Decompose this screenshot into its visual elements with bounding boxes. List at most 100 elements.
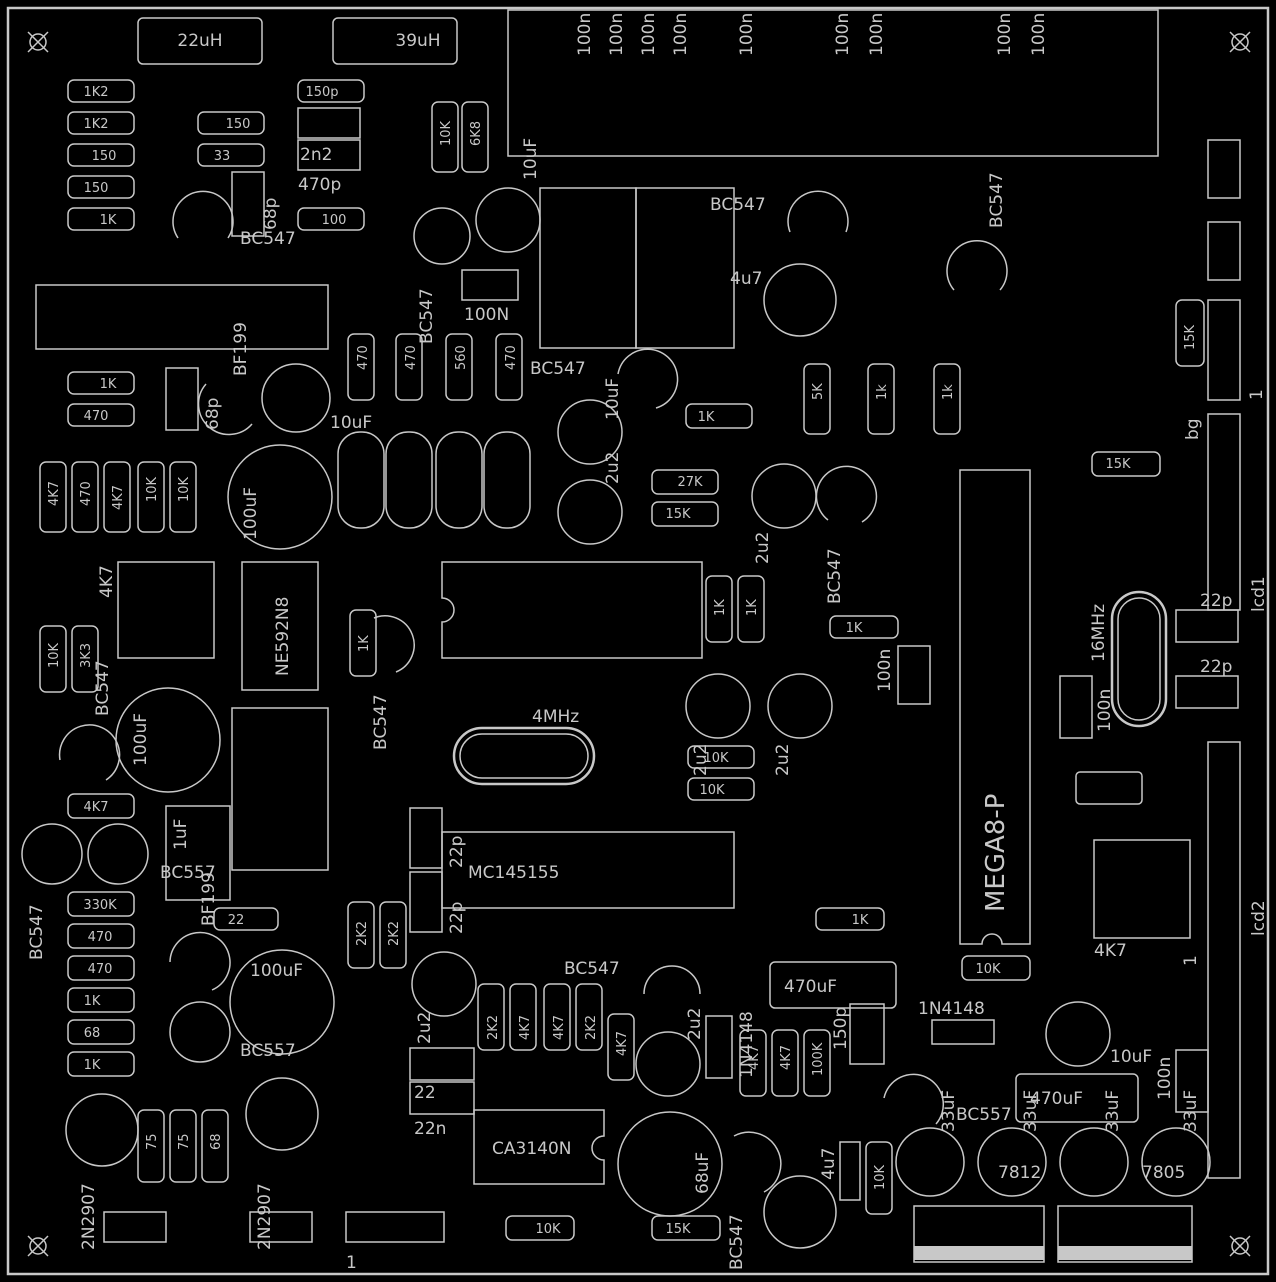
- svg-text:4K7: 4K7: [552, 1015, 567, 1040]
- svg-text:4u7: 4u7: [819, 1148, 839, 1180]
- svg-text:1uF: 1uF: [171, 819, 191, 850]
- svg-text:150p: 150p: [305, 85, 338, 100]
- svg-text:68uF: 68uF: [693, 1152, 713, 1194]
- svg-text:100n: 100n: [575, 13, 595, 56]
- svg-text:22uH: 22uH: [177, 31, 222, 51]
- svg-text:1K: 1K: [846, 621, 863, 636]
- svg-text:330K: 330K: [83, 898, 117, 913]
- svg-text:100uF: 100uF: [250, 961, 303, 981]
- svg-text:100n: 100n: [875, 649, 895, 692]
- svg-text:BC557: BC557: [956, 1105, 1012, 1125]
- svg-text:1K: 1K: [100, 213, 117, 228]
- svg-text:1N4148: 1N4148: [737, 1011, 757, 1078]
- svg-text:68p: 68p: [203, 398, 223, 430]
- svg-text:100n: 100n: [1155, 1057, 1175, 1100]
- svg-text:4MHz: 4MHz: [532, 707, 579, 727]
- svg-text:100n: 100n: [607, 13, 627, 56]
- svg-text:1N4148: 1N4148: [918, 999, 985, 1019]
- svg-text:10K: 10K: [439, 120, 454, 146]
- center-ic-section: 1K 1K 1K BC547 1K 100n 4MHz 2u2 2u2 10K …: [349, 561, 931, 801]
- svg-text:2K2: 2K2: [355, 921, 370, 946]
- svg-text:470: 470: [88, 930, 113, 945]
- regulator-block: BC547 BC547 10uF: [530, 187, 766, 420]
- svg-text:5K: 5K: [811, 383, 826, 400]
- svg-text:BC557: BC557: [160, 863, 216, 883]
- svg-text:1K: 1K: [713, 599, 728, 616]
- svg-text:39uH: 39uH: [395, 31, 440, 51]
- svg-text:2K2: 2K2: [387, 921, 402, 946]
- svg-text:470: 470: [88, 962, 113, 977]
- svg-text:33uF: 33uF: [1103, 1090, 1123, 1132]
- svg-text:100n: 100n: [639, 13, 659, 56]
- svg-text:1K: 1K: [745, 599, 760, 616]
- left-mid-parts: BF199 1K 470 68p 100uF: [35, 284, 333, 550]
- svg-text:BF199: BF199: [231, 322, 251, 376]
- svg-text:470p: 470p: [298, 175, 341, 195]
- svg-text:BC547: BC547: [987, 172, 1007, 228]
- svg-text:4K7: 4K7: [747, 1045, 762, 1070]
- left-resistor-bank: 4K7 470 4K7 10K 10K 4K7 NE592N8 10K 3K3 …: [39, 461, 319, 716]
- svg-text:4K7: 4K7: [83, 800, 108, 815]
- svg-text:150: 150: [84, 181, 109, 196]
- mounting-holes: [27, 31, 1251, 1257]
- svg-text:2n2: 2n2: [300, 145, 332, 165]
- svg-text:470uF: 470uF: [784, 977, 837, 997]
- svg-text:470: 470: [504, 345, 519, 370]
- svg-text:2u2: 2u2: [773, 744, 793, 776]
- svg-text:10K: 10K: [47, 642, 62, 668]
- svg-text:22n: 22n: [414, 1119, 446, 1139]
- svg-text:75: 75: [145, 1133, 160, 1150]
- svg-text:470: 470: [356, 345, 371, 370]
- svg-text:22p: 22p: [447, 836, 467, 868]
- svg-text:15K: 15K: [665, 1222, 691, 1237]
- right-edge-connectors: 1 bg lcd1 15K lcd2 1 15K: [1091, 139, 1269, 1179]
- board-outline: [6, 6, 1270, 1276]
- svg-text:100: 100: [322, 213, 347, 228]
- svg-text:68: 68: [209, 1133, 224, 1150]
- svg-text:470: 470: [404, 345, 419, 370]
- svg-text:lcd2: lcd2: [1249, 900, 1269, 936]
- svg-text:100n: 100n: [833, 13, 853, 56]
- svg-text:15K: 15K: [665, 507, 691, 522]
- svg-text:CA3140N: CA3140N: [492, 1139, 571, 1159]
- svg-text:33: 33: [214, 149, 231, 164]
- mc145155-section: 22p 22p MC145155 1K 2K2 2K2 2u2 BC547 2K…: [347, 807, 995, 1065]
- svg-text:bg: bg: [1183, 418, 1203, 440]
- resistor-row-470: 470 470 560 470 10uF: [330, 333, 531, 529]
- svg-text:1: 1: [346, 1253, 357, 1273]
- svg-text:33uF: 33uF: [1181, 1090, 1201, 1132]
- svg-text:10K: 10K: [145, 476, 160, 502]
- svg-text:4K7: 4K7: [615, 1031, 630, 1056]
- svg-text:2u2: 2u2: [415, 1012, 435, 1044]
- svg-text:1K2: 1K2: [83, 117, 108, 132]
- svg-text:BC547: BC547: [564, 959, 620, 979]
- svg-text:BC547: BC547: [417, 288, 437, 344]
- svg-text:470: 470: [79, 481, 94, 506]
- svg-text:10uF: 10uF: [330, 413, 372, 433]
- svg-text:10uF: 10uF: [521, 138, 541, 180]
- svg-text:2u2: 2u2: [603, 452, 623, 484]
- svg-text:1K: 1K: [84, 1058, 101, 1073]
- svg-text:4u7: 4u7: [730, 269, 762, 289]
- svg-text:4K7: 4K7: [97, 565, 117, 598]
- svg-text:1K: 1K: [698, 410, 715, 425]
- svg-text:100uF: 100uF: [131, 713, 151, 766]
- svg-text:68p: 68p: [261, 198, 281, 230]
- svg-text:1K: 1K: [100, 377, 117, 392]
- left-lower-parts: 100uF 4K7 BC547 1uF BC557 BF199 330K 22 …: [21, 687, 335, 1077]
- svg-text:10K: 10K: [535, 1222, 561, 1237]
- bottom-left-parts: 2N2907 2N2907 75 75 68: [65, 1077, 319, 1250]
- svg-text:100n: 100n: [995, 13, 1015, 56]
- svg-text:22p: 22p: [1200, 591, 1232, 611]
- svg-text:2N2907: 2N2907: [255, 1183, 275, 1250]
- svg-text:15K: 15K: [1105, 457, 1131, 472]
- top-left-parts: 22uH 39uH 1K2 1K2 150 150 1K 150 33 150p…: [67, 17, 541, 249]
- svg-text:16MHz: 16MHz: [1089, 604, 1109, 662]
- svg-text:1K2: 1K2: [83, 85, 108, 100]
- svg-text:22: 22: [228, 913, 245, 928]
- svg-text:BC547: BC547: [710, 195, 766, 215]
- svg-text:2N2907: 2N2907: [79, 1183, 99, 1250]
- svg-text:150: 150: [226, 117, 251, 132]
- svg-text:27K: 27K: [677, 475, 703, 490]
